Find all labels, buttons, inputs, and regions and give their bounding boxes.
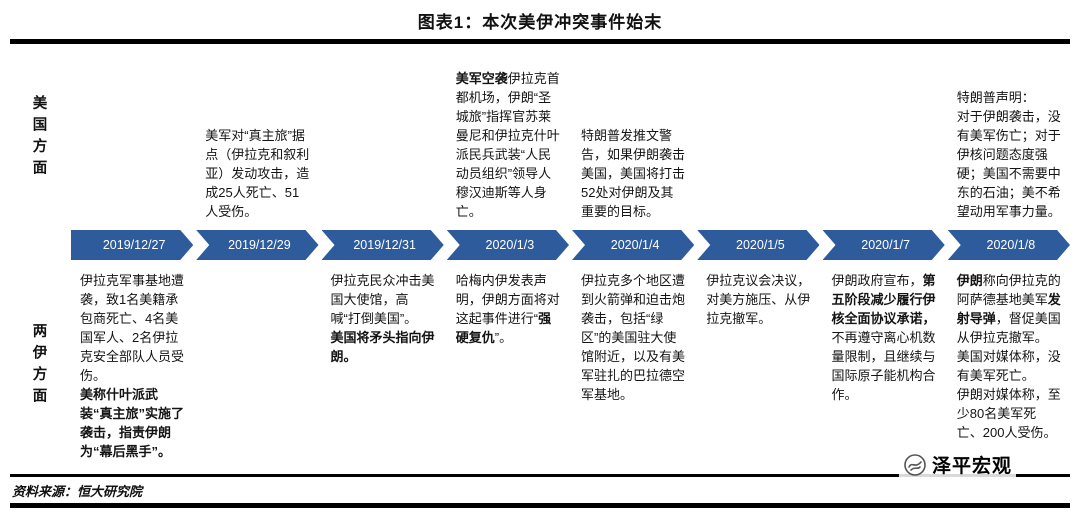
timeline-node-2020-1-5: 2020/1/5: [697, 230, 819, 260]
date-label: 2019/12/27: [102, 238, 166, 252]
zeping-logo-icon: [904, 453, 926, 476]
event-iran-2020-1-8: 伊朗称向伊拉克的阿萨德基地美军发射导弹，督促美国从伊拉克撤军。 美国对媒体称，没…: [956, 273, 1061, 440]
event-us-2020-1-8: 特朗普声明： 对于伊朗袭击，没有美军伤亡；对于伊核问题态度强硬；美国不需要中东的…: [956, 90, 1061, 219]
date-label: 2020/1/5: [736, 238, 785, 252]
date-label: 2020/1/4: [610, 238, 660, 252]
date-label: 2019/12/31: [353, 238, 416, 252]
event-iran-2019-12-31: 伊拉克民众冲击美国大使馆，高喊“打倒美国”。 美国将矛头指向伊朗。: [330, 273, 435, 364]
timeline-node-2020-1-3: 2020/1/3: [447, 230, 569, 260]
date-label: 2019/12/29: [228, 238, 291, 252]
date-label: 2020/1/8: [986, 238, 1036, 252]
date-label: 2020/1/7: [861, 238, 910, 252]
timeline-chart: 美国方面 两伊方面 美军对“真主旅”据点（伊拉克和叙利亚）发动攻击，造成25人死…: [10, 46, 1070, 472]
top-divider: [10, 39, 1070, 44]
watermark: 泽平宏观: [898, 449, 1016, 480]
event-iran-2020-1-4: 伊拉克多个地区遭到火箭弹和迫击炮袭击，包括“绿区”的美国驻大使馆附近，以及有美军…: [581, 273, 686, 402]
event-us-2019-12-29: 美军对“真主旅”据点（伊拉克和叙利亚）发动攻击，造成25人死亡、51人受伤。: [205, 128, 310, 219]
source-note: 资料来源：恒大研究院: [12, 484, 143, 499]
bottom-divider: [10, 503, 1070, 508]
event-iran-2019-12-27: 伊拉克军事基地遭袭，致1名美籍承包商死亡、4名美国军人、2名伊拉克安全部队人员受…: [80, 273, 185, 459]
event-iran-2020-1-3: 哈梅内伊发表声明，伊朗方面将对这起事件进行“强硬复仇”。: [455, 273, 560, 345]
timeline-node-2020-1-4: 2020/1/4: [572, 230, 694, 260]
source-divider: [10, 474, 1070, 477]
us-side-label: 美国方面: [30, 95, 47, 181]
timeline-node-2020-1-8: 2020/1/8: [948, 230, 1070, 260]
timeline-node-2019-12-27: 2019/12/27: [71, 230, 193, 260]
timeline-node-2019-12-29: 2019/12/29: [196, 230, 318, 260]
date-label: 2020/1/3: [485, 238, 535, 252]
event-us-2020-1-4: 特朗普发推文警告，如果伊朗袭击美国，美国将打击52处对伊朗及其重要的目标。: [581, 128, 686, 219]
timeline-node-2019-12-31: 2019/12/31: [322, 230, 444, 260]
iran-side-label: 两伊方面: [30, 323, 47, 409]
watermark-text: 泽平宏观: [931, 456, 1012, 477]
event-iran-2020-1-7: 伊朗政府宣布，第五阶段减少履行伊核全面协议承诺，不再遵守离心机数量限制，且继续与…: [831, 273, 936, 402]
timeline-node-2020-1-7: 2020/1/7: [823, 230, 945, 260]
event-iran-2020-1-5: 伊拉克议会决议，对美方施压、从伊拉克撤军。: [706, 273, 811, 326]
figure-title: 图表1：本次美伊冲突事件始末: [417, 13, 663, 32]
event-us-2020-1-3: 美军空袭伊拉克首都机场，伊朗“圣城旅”指挥官苏莱曼尼和伊拉克什叶派民兵武装“人民…: [455, 71, 560, 219]
